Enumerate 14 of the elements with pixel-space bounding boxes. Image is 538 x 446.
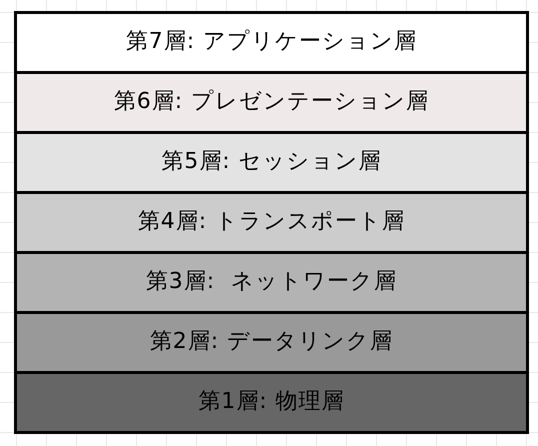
layer-band (14, 71, 529, 134)
layer-label: 第3層: ネットワーク層 (146, 269, 398, 296)
layer-label: 第1層: 物理層 (198, 389, 345, 416)
layer-label: 第6層: プレゼンテーション層 (114, 89, 430, 116)
layer-label: 第7層: アプリケーション層 (126, 29, 418, 56)
layer-band (14, 311, 529, 374)
layer-band (14, 11, 529, 74)
layer-band (14, 131, 529, 194)
layer-band (14, 251, 529, 314)
layer-label: 第4層: トランスポート層 (138, 209, 406, 236)
layer-label: 第5層: セッション層 (161, 149, 382, 176)
layer-label: 第2層: データリンク層 (150, 329, 394, 356)
layer-band (14, 371, 529, 434)
layer-band (14, 191, 529, 254)
